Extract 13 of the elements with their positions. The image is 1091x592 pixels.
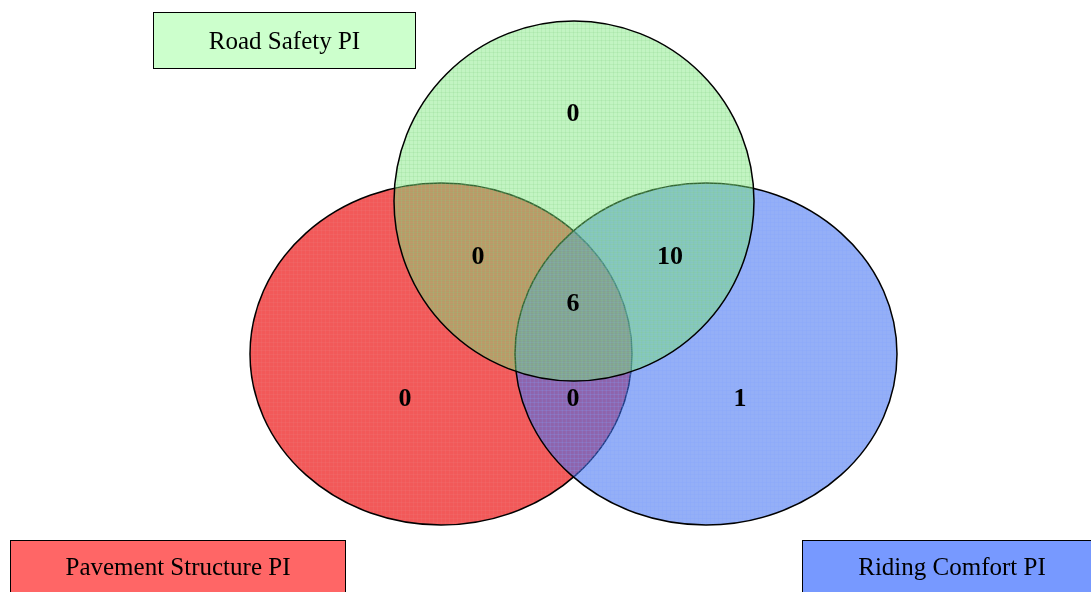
set-name: Riding Comfort PI	[858, 553, 1046, 581]
set-name: Pavement Structure PI	[65, 553, 291, 581]
count-label: 0	[566, 98, 580, 128]
count-label: 6	[566, 288, 580, 318]
set-label-box	[802, 540, 1091, 592]
set-name: Road Safety PI	[208, 26, 361, 55]
count-label: 0	[566, 383, 580, 413]
count-label: 0	[471, 241, 485, 271]
count-label: 10	[657, 241, 683, 271]
set-label-box	[153, 12, 416, 69]
count-label: 0	[398, 383, 412, 413]
count-label: 1	[733, 383, 747, 413]
set-label-box	[10, 540, 346, 592]
